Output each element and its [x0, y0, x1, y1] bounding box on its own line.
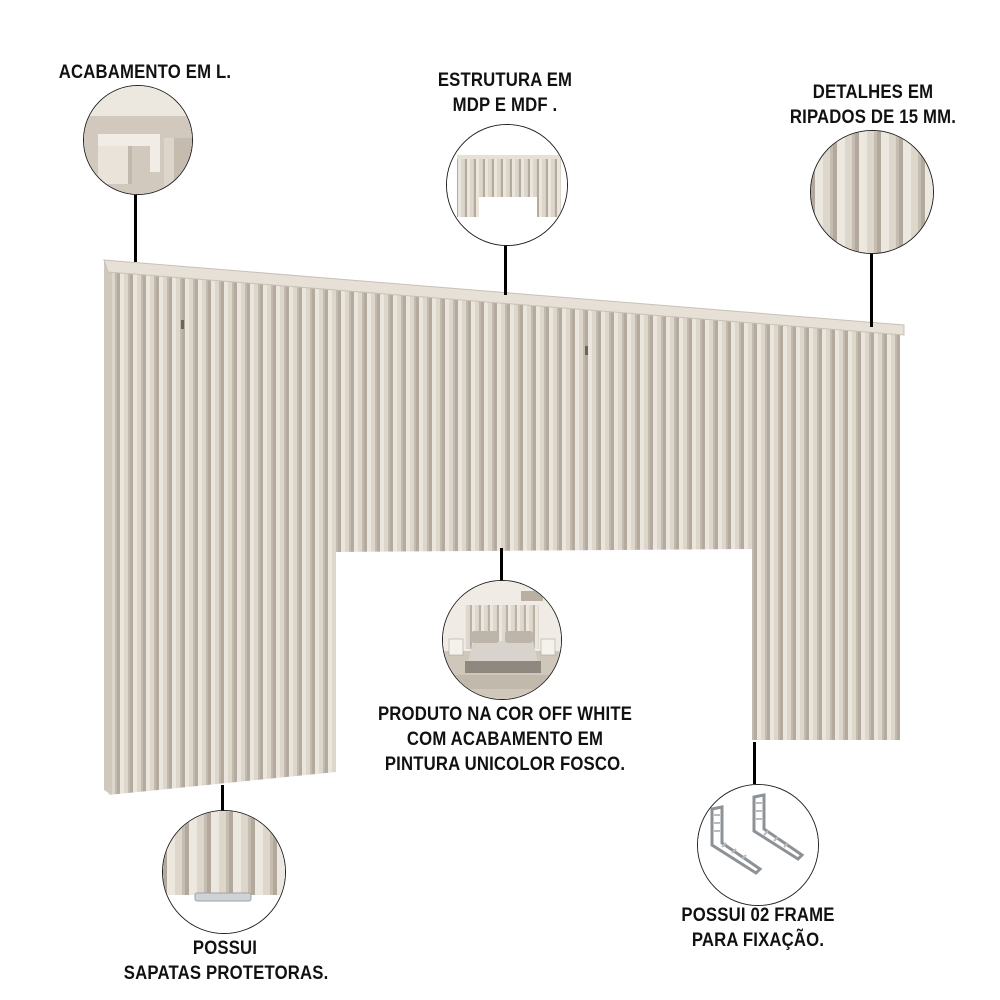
- detalhes-text-2: RIPADOS DE 15 MM.: [789, 107, 957, 128]
- frame-label: POSSUI 02 FRAME PARA FIXAÇÃO.: [661, 903, 855, 953]
- structure-callout: [446, 124, 568, 246]
- slatted-panel-section-icon: [447, 125, 567, 245]
- panel-top-rail: [103, 259, 905, 336]
- produto-text-1: PRODUTO NA COR OFF WHITE: [377, 704, 633, 725]
- estrutura-text-2: MDP E MDF .: [452, 95, 558, 116]
- acabamento-label: ACABAMENTO EM L.: [53, 60, 238, 85]
- possui-label: POSSUI SAPATAS PROTETORAS.: [123, 936, 329, 986]
- fixing-slot: [181, 320, 184, 329]
- estrutura-label: ESTRUTURA EM MDP E MDF .: [413, 68, 598, 118]
- detalhes-label: DETALHES EM RIPADOS DE 15 MM.: [789, 80, 956, 130]
- slats-callout: [810, 130, 934, 254]
- fixing-slot: [585, 346, 588, 355]
- produto-text-3: PINTURA UNICOLOR FOSCO.: [384, 754, 626, 775]
- metal-brackets-icon: [698, 785, 818, 905]
- l-profile-corner-icon: [84, 86, 192, 194]
- l-finish-callout: [83, 85, 193, 195]
- acabamento-text: ACABAMENTO EM L.: [58, 62, 232, 83]
- produto-label: PRODUTO NA COR OFF WHITE COM ACABAMENTO …: [377, 702, 632, 777]
- protective-feet-callout: [162, 810, 286, 934]
- connector-line: [134, 195, 137, 262]
- bedroom-scene-icon: [443, 581, 561, 699]
- vertical-slats-icon: [811, 131, 933, 253]
- panel-body: [108, 270, 900, 795]
- possui-text-1: POSSUI: [192, 938, 258, 959]
- produto-text-2: COM ACABAMENTO EM: [406, 729, 604, 750]
- possui-text-2: SAPATAS PROTETORAS.: [123, 963, 329, 984]
- detalhes-text-1: DETALHES EM: [812, 82, 934, 103]
- connector-line: [504, 245, 507, 295]
- frame-text-2: PARA FIXAÇÃO.: [691, 930, 825, 951]
- connector-line: [500, 548, 503, 582]
- slat-foot-icon: [163, 811, 285, 933]
- room-photo-callout: [442, 580, 562, 700]
- connector-line: [753, 742, 756, 784]
- panel-left-edge: [104, 262, 112, 795]
- connector-line: [870, 252, 873, 327]
- frame-text-1: POSSUI 02 FRAME: [681, 905, 835, 926]
- connector-line: [221, 785, 224, 813]
- estrutura-text-1: ESTRUTURA EM: [437, 70, 573, 91]
- mounting-frame-callout: [697, 784, 819, 906]
